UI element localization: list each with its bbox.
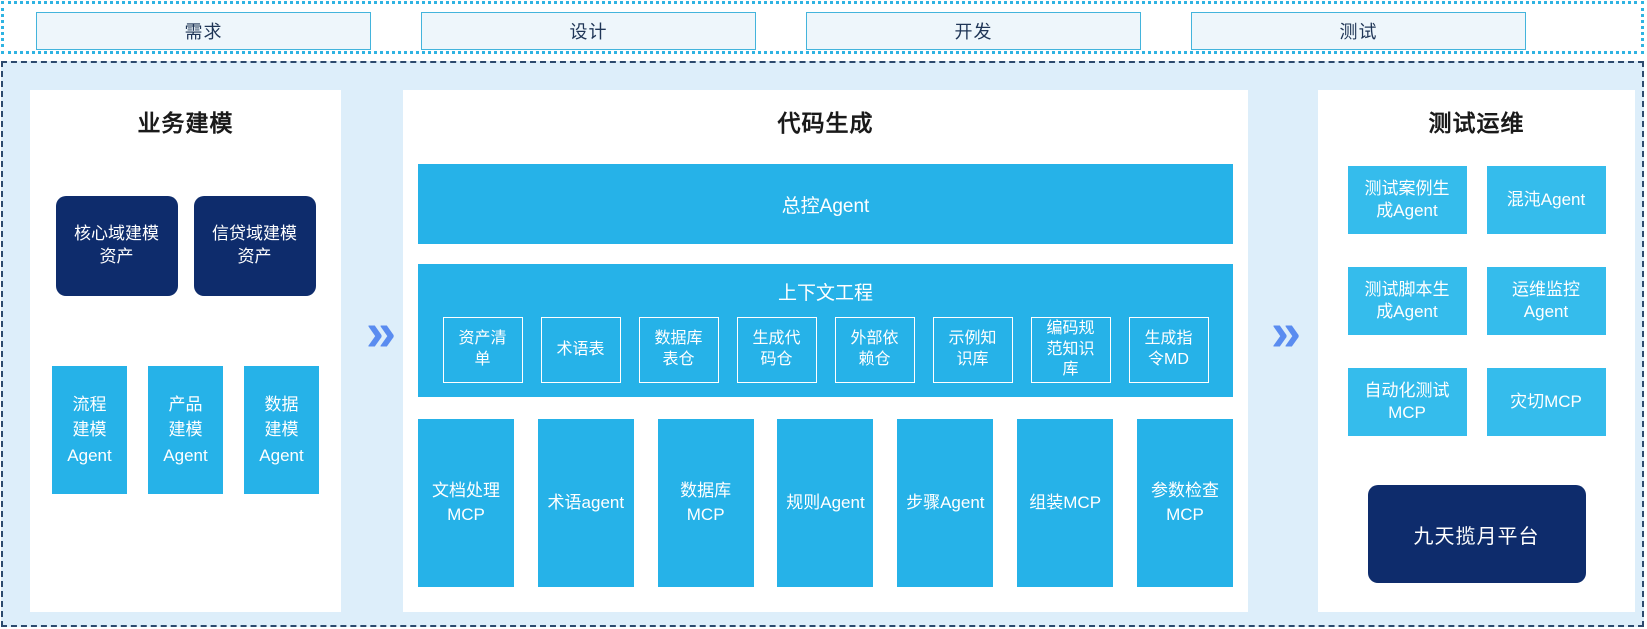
modeling-agent-row: 流程 建模 Agent 产品 建模 Agent 数据 建模 Agent bbox=[30, 366, 341, 494]
testops-box-chaos-agent: 混沌Agent bbox=[1486, 166, 1606, 234]
phase-box-development: 开发 bbox=[806, 12, 1141, 50]
context-item-glossary: 术语表 bbox=[540, 317, 621, 383]
tool-box-step-agent: 步骤Agent bbox=[897, 419, 994, 587]
context-item-db-table-repo: 数据库 表仓 bbox=[638, 317, 719, 383]
context-item-example-kb: 示例知 识库 bbox=[932, 317, 1013, 383]
context-item-row: 资产清 单 术语表 数据库 表仓 生成代 码仓 外部依 赖仓 示例知 识库 编码… bbox=[418, 317, 1233, 383]
context-item-asset-list: 资产清 单 bbox=[442, 317, 523, 383]
chevron-right-icon: » bbox=[365, 302, 396, 362]
diagram-canvas: 业务建模 核心域建模 资产 信贷域建模 资产 流程 建模 Agent 产品 建模… bbox=[1, 61, 1644, 627]
phase-box-requirements: 需求 bbox=[36, 12, 371, 50]
context-item-gen-code-repo: 生成代 码仓 bbox=[736, 317, 817, 383]
platform-box-jiutian-lanyue: 九天揽月平台 bbox=[1367, 485, 1586, 583]
asset-box-core-domain: 核心域建模 资产 bbox=[55, 196, 178, 296]
tool-box-assembly-mcp: 组装MCP bbox=[1017, 419, 1114, 587]
section-business-modeling: 业务建模 核心域建模 资产 信贷域建模 资产 流程 建模 Agent 产品 建模… bbox=[30, 90, 341, 612]
agent-box-process-modeling: 流程 建模 Agent bbox=[52, 366, 127, 494]
tool-box-doc-processing-mcp: 文档处理 MCP bbox=[418, 419, 514, 587]
context-item-external-deps-repo: 外部依 赖仓 bbox=[834, 317, 915, 383]
phase-label: 需求 bbox=[184, 22, 223, 42]
phase-box-design: 设计 bbox=[421, 12, 756, 50]
phase-box-testing: 测试 bbox=[1191, 12, 1526, 50]
section-title: 测试运维 bbox=[1428, 110, 1525, 136]
tool-box-row: 文档处理 MCP 术语agent 数据库 MCP 规则Agent 步骤Agent… bbox=[418, 419, 1233, 587]
agent-box-data-modeling: 数据 建模 Agent bbox=[244, 366, 319, 494]
context-engineering-panel: 上下文工程 资产清 单 术语表 数据库 表仓 生成代 码仓 外部依 赖仓 示例知… bbox=[418, 264, 1233, 397]
tool-box-rule-agent: 规则Agent bbox=[777, 419, 874, 587]
section-title: 业务建模 bbox=[137, 110, 234, 136]
agent-box-product-modeling: 产品 建模 Agent bbox=[148, 366, 223, 494]
context-engineering-title: 上下文工程 bbox=[777, 283, 873, 304]
master-agent-bar: 总控Agent bbox=[418, 164, 1233, 244]
section-code-generation: 代码生成 总控Agent 上下文工程 资产清 单 术语表 数据库 表仓 生成代 … bbox=[403, 90, 1248, 612]
asset-box-credit-domain: 信贷域建模 资产 bbox=[193, 196, 316, 296]
testops-box-test-case-gen-agent: 测试案例生 成Agent bbox=[1347, 166, 1467, 234]
testops-box-disaster-switch-mcp: 灾切MCP bbox=[1486, 368, 1606, 436]
phase-label: 测试 bbox=[1339, 22, 1378, 42]
phase-label: 开发 bbox=[954, 22, 993, 42]
testops-box-ops-monitor-agent: 运维监控 Agent bbox=[1486, 267, 1606, 335]
asset-box-row: 核心域建模 资产 信贷域建模 资产 bbox=[30, 196, 341, 296]
context-item-coding-standards-kb: 编码规 范知识 库 bbox=[1030, 317, 1111, 383]
context-item-gen-instruction-md: 生成指 令MD bbox=[1128, 317, 1209, 383]
section-test-ops: 测试运维 测试案例生 成Agent 混沌Agent 测试脚本生 成Agent 运… bbox=[1318, 90, 1635, 612]
phase-label: 设计 bbox=[569, 22, 608, 42]
testops-box-auto-test-mcp: 自动化测试 MCP bbox=[1347, 368, 1467, 436]
testops-grid: 测试案例生 成Agent 混沌Agent 测试脚本生 成Agent 运维监控 A… bbox=[1318, 166, 1635, 436]
chevron-right-icon: » bbox=[1270, 302, 1301, 362]
tool-box-param-check-mcp: 参数检查 MCP bbox=[1136, 419, 1233, 587]
phase-strip: 需求 设计 开发 测试 bbox=[1, 1, 1644, 54]
tool-box-glossary-agent: 术语agent bbox=[537, 419, 634, 587]
tool-box-database-mcp: 数据库 MCP bbox=[657, 419, 754, 587]
section-title: 代码生成 bbox=[777, 110, 874, 136]
testops-box-test-script-gen-agent: 测试脚本生 成Agent bbox=[1347, 267, 1467, 335]
